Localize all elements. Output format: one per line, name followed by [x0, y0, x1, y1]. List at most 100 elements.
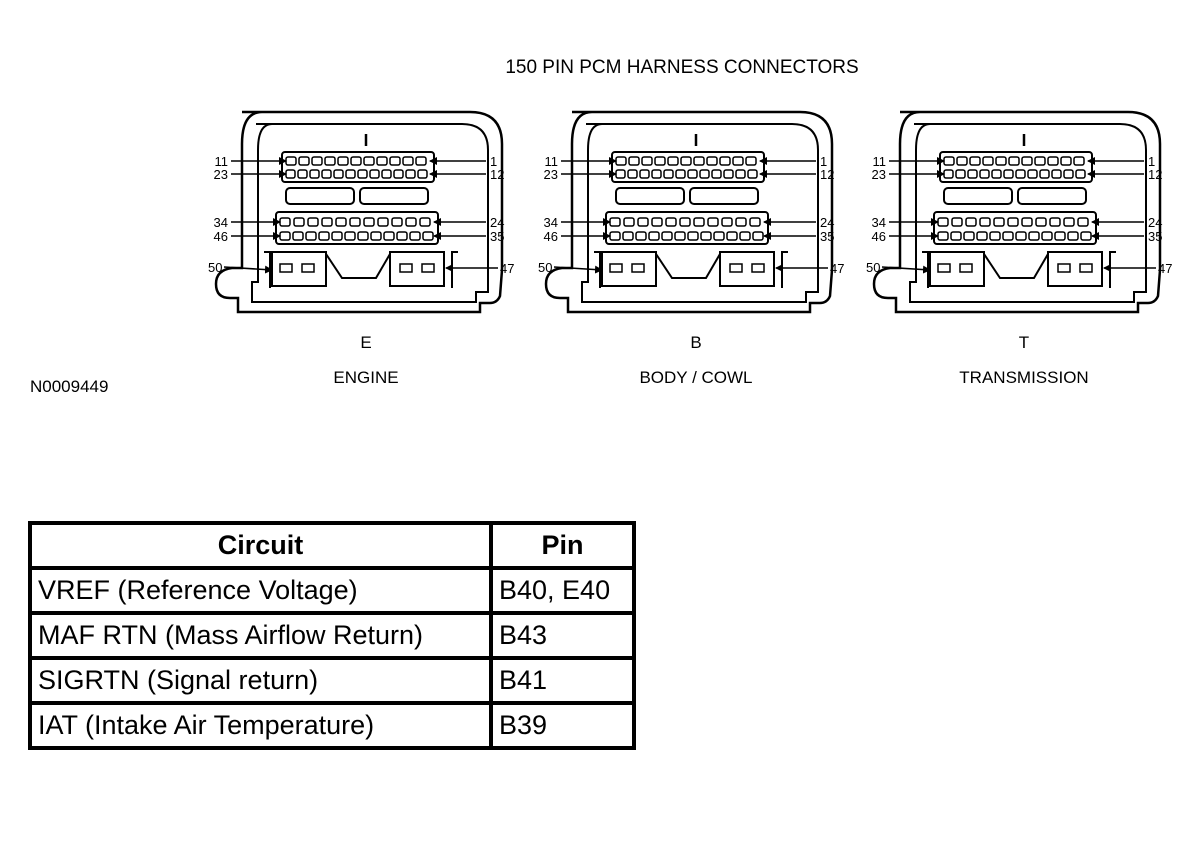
pin-cavity — [409, 231, 421, 241]
pin-cavity — [350, 156, 362, 166]
pin-cavity — [635, 231, 647, 241]
pin-cavity — [349, 217, 361, 227]
pin-cavity — [651, 217, 663, 227]
pin-cavity — [370, 231, 382, 241]
pin-cavity — [402, 156, 414, 166]
pin-number-label: 11 — [873, 154, 887, 169]
pin-cavity — [711, 169, 722, 179]
pin-cavity — [1049, 217, 1061, 227]
pin-cavity — [615, 169, 626, 179]
pin-cavity — [707, 217, 719, 227]
connector-letter: E — [360, 333, 371, 352]
pin-cavity — [1002, 231, 1014, 241]
header-pin: Pin — [489, 521, 636, 570]
connector-inner-outline — [581, 123, 819, 303]
pin-cavity — [654, 156, 666, 166]
pin-cavity — [648, 231, 660, 241]
pin-cavity — [687, 231, 699, 241]
pin-cavity — [393, 169, 404, 179]
pin-cavity — [637, 217, 649, 227]
pin-cell: B40, E40 — [489, 566, 636, 615]
circuit-pin-table: Circuit Pin VREF (Reference Voltage) B40… — [28, 521, 636, 750]
pin-number-label: 46 — [544, 229, 558, 244]
pin-cavity — [993, 217, 1005, 227]
pin-cavity — [991, 169, 1002, 179]
power-section-frame — [264, 251, 458, 288]
pin-cavity — [943, 169, 954, 179]
diagram-title: 150 PIN PCM HARNESS CONNECTORS — [505, 57, 858, 78]
connector-letter: B — [690, 333, 701, 352]
pin-cavity — [1035, 217, 1047, 227]
pin-number-label: 24 — [1148, 215, 1162, 230]
pin-cavity — [1003, 169, 1014, 179]
pin-cavity — [739, 231, 751, 241]
pin-cavity — [1015, 231, 1027, 241]
latch-slot — [689, 187, 759, 205]
pin-cavity — [995, 156, 1007, 166]
pin-number-label: 23 — [872, 167, 886, 182]
pin-number-label: 12 — [820, 167, 834, 182]
pin-cavity — [693, 156, 705, 166]
power-pin — [1057, 263, 1071, 273]
pin-cavity — [279, 231, 291, 241]
pin-number-label: 23 — [214, 167, 228, 182]
pin-number-label: 46 — [214, 229, 228, 244]
pin-cavity — [305, 231, 317, 241]
pin-cavity — [419, 217, 431, 227]
connector-name: TRANSMISSION — [959, 368, 1088, 387]
pin-cavity — [389, 156, 401, 166]
pin-cavity — [979, 169, 990, 179]
pin-cavity — [417, 169, 428, 179]
pin-cavity — [747, 169, 758, 179]
center-key — [983, 253, 1049, 279]
table-row: IAT (Intake Air Temperature) B39 — [28, 701, 636, 750]
pin-number-label: 1 — [820, 154, 827, 169]
pin-number-label: 50 — [208, 260, 222, 275]
pin-number-label: 23 — [544, 167, 558, 182]
pin-cavity — [1075, 169, 1086, 179]
pin-cavity — [1021, 156, 1033, 166]
pin-cavity — [735, 169, 746, 179]
pin-cavity — [1080, 231, 1092, 241]
pin-cavity — [965, 217, 977, 227]
pin-cavity — [405, 169, 416, 179]
pin-cavity — [700, 231, 712, 241]
pin-cavity — [735, 217, 747, 227]
connector-name: ENGINE — [333, 368, 398, 387]
pin-cavity — [309, 169, 320, 179]
pin-number-label: 47 — [1158, 261, 1172, 276]
connector-name: BODY / COWL — [639, 368, 752, 387]
pin-cavity — [391, 217, 403, 227]
figure-id: N0009449 — [30, 377, 108, 396]
table-row: SIGRTN (Signal return) B41 — [28, 656, 636, 705]
power-pin — [279, 263, 293, 273]
pin-cavity — [1027, 169, 1038, 179]
latch-slot — [1017, 187, 1087, 205]
pin-cavity — [706, 156, 718, 166]
pin-cavity — [969, 156, 981, 166]
pin-cavity — [1041, 231, 1053, 241]
pin-number-label: 1 — [1148, 154, 1155, 169]
pin-cavity — [293, 217, 305, 227]
pin-cavity — [956, 156, 968, 166]
connector-inner-outline — [909, 123, 1147, 303]
pin-cavity — [723, 169, 734, 179]
table-row: MAF RTN (Mass Airflow Return) B43 — [28, 611, 636, 660]
pin-cavity — [976, 231, 988, 241]
pin-number-label: 34 — [544, 215, 558, 230]
pin-cavity — [345, 169, 356, 179]
power-pin-housing — [389, 251, 445, 287]
circuit-cell: VREF (Reference Voltage) — [28, 566, 493, 615]
pin-cavity — [1063, 169, 1074, 179]
pin-cell: B43 — [489, 611, 636, 660]
pin-cavity — [292, 231, 304, 241]
pin-number-label: 50 — [538, 260, 552, 275]
pin-cavity — [967, 169, 978, 179]
lower-pin-block — [605, 211, 769, 245]
pin-cavity — [726, 231, 738, 241]
center-key — [325, 253, 391, 279]
pin-number-label: 12 — [1148, 167, 1162, 182]
pin-arrow — [553, 265, 603, 274]
power-pin — [729, 263, 743, 273]
